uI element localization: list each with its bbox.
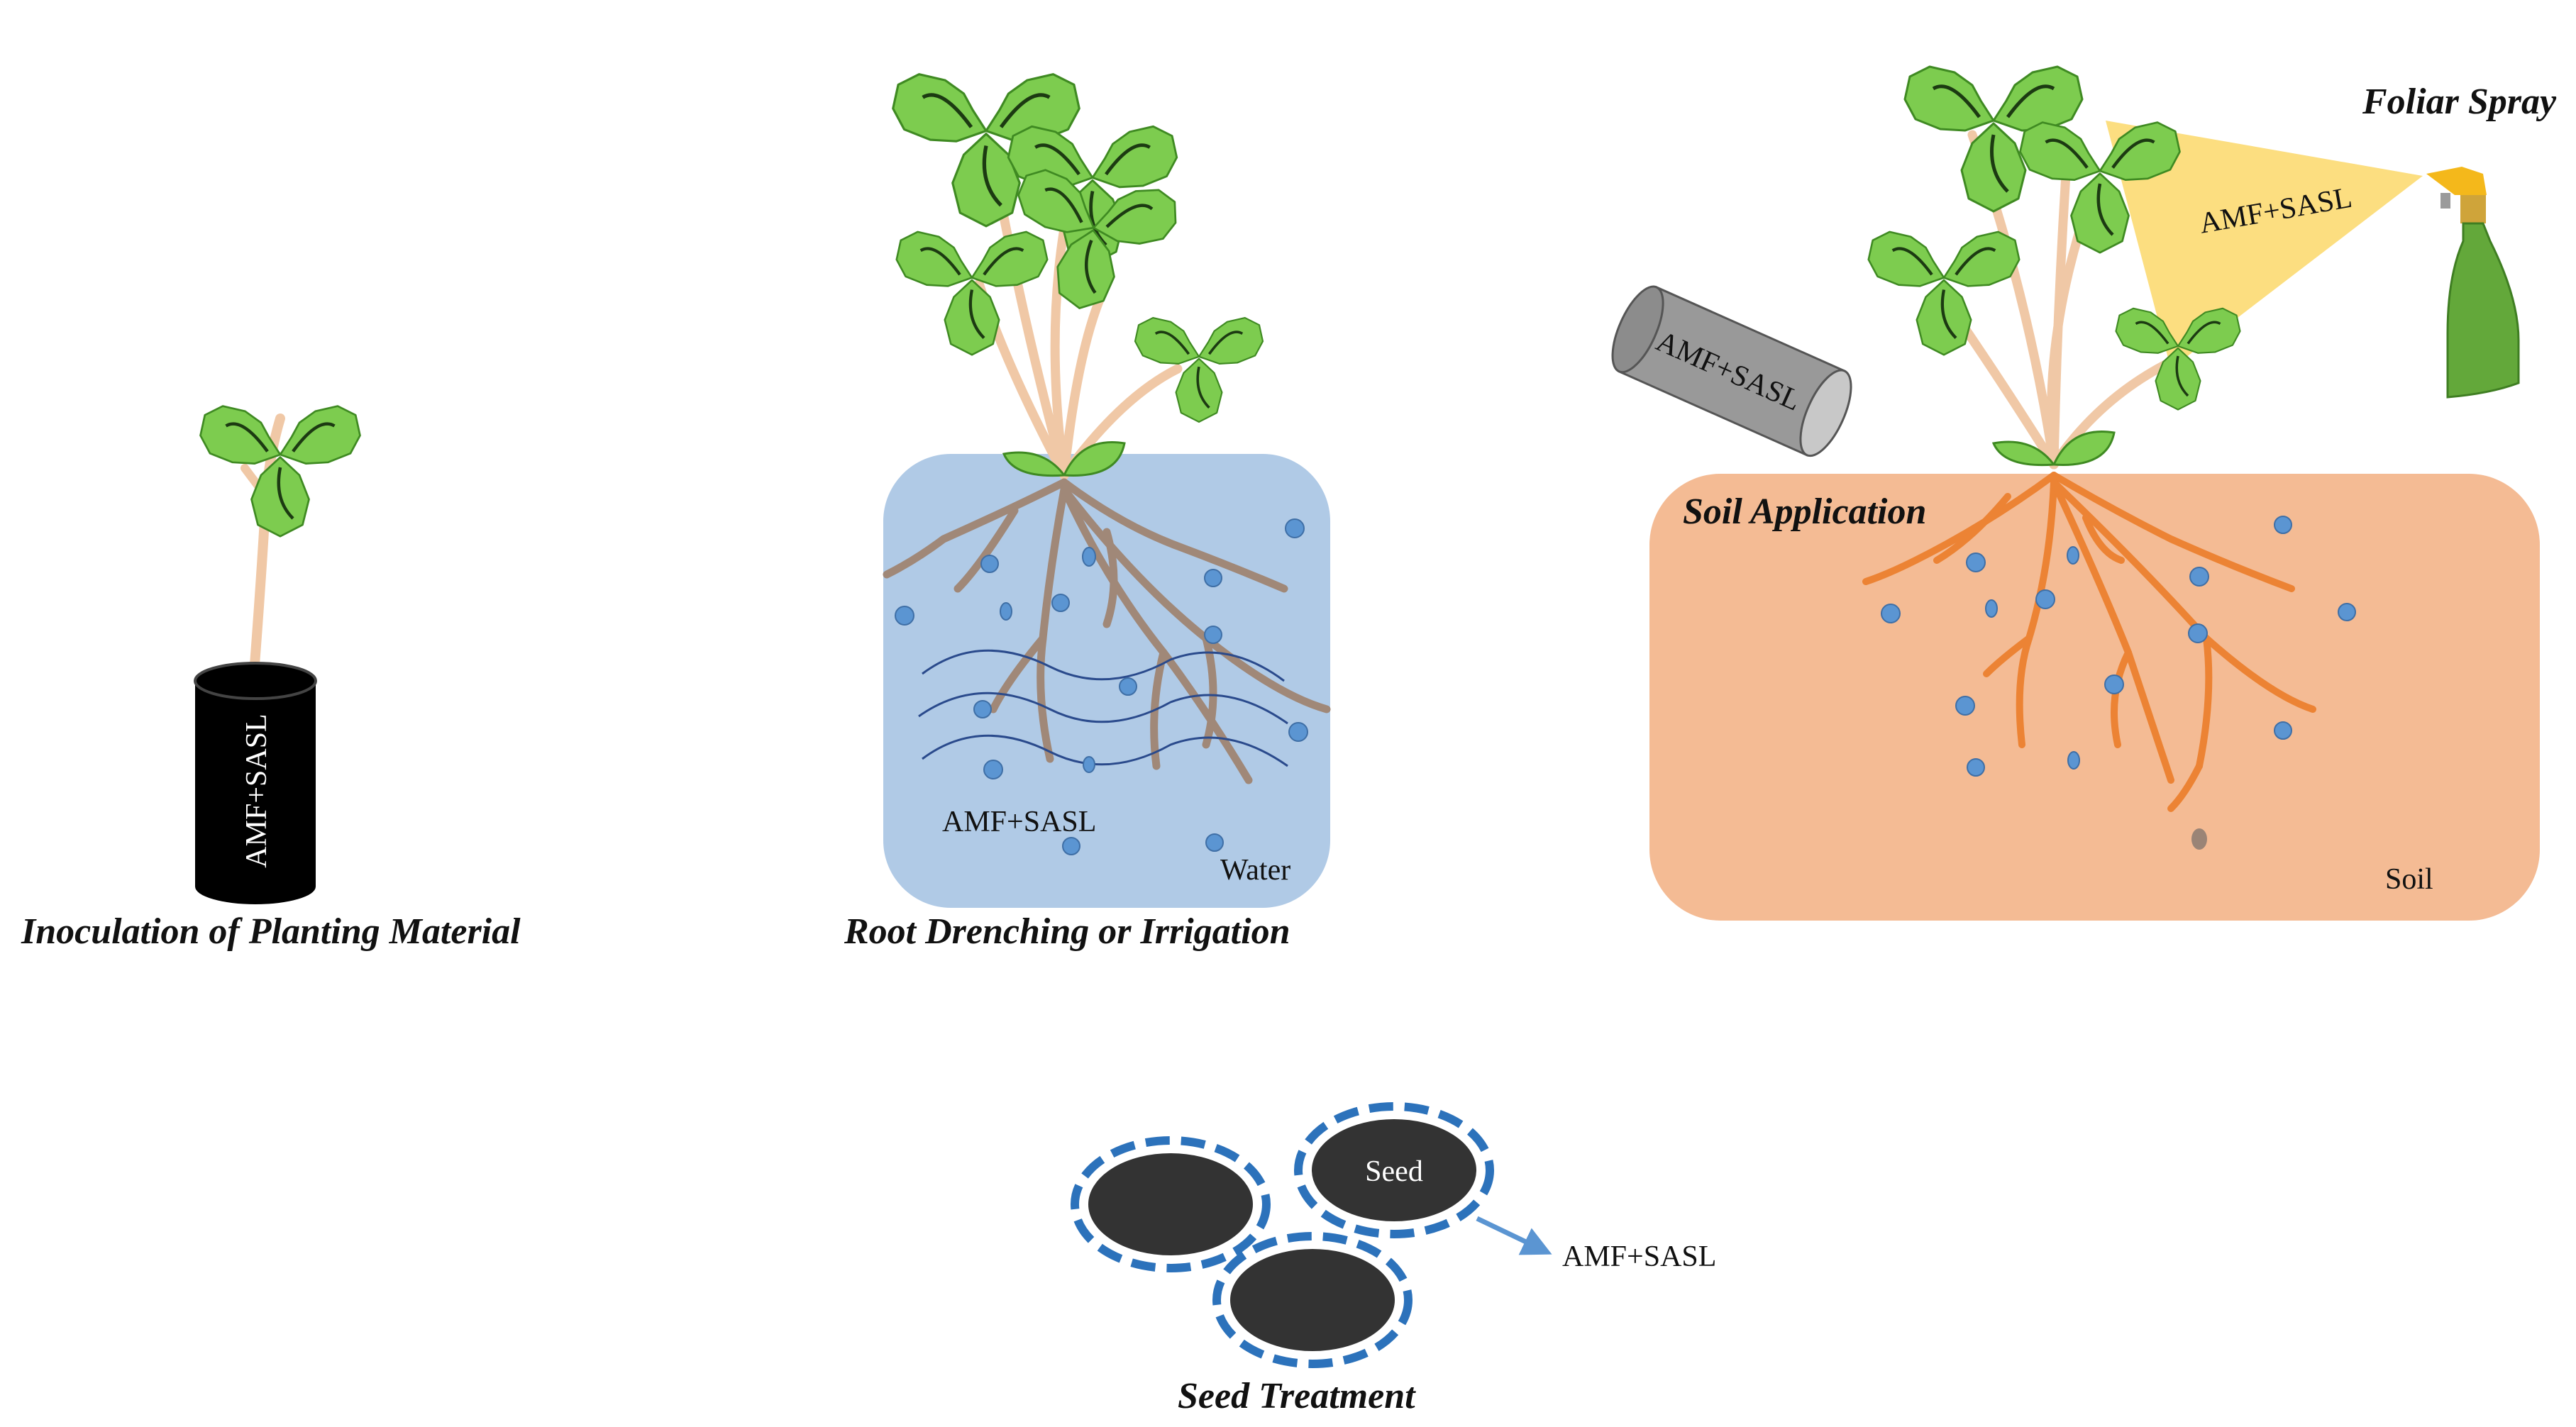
soil-box: [1649, 474, 2540, 921]
soil-grain: [2191, 828, 2207, 850]
water-lines: [918, 649, 1288, 767]
seedling-icon: [893, 74, 1264, 477]
pot-label: AMF+SASL: [241, 714, 273, 867]
caption-drench: Root Drenching or Irrigation: [844, 911, 1290, 952]
spray-bottle-icon: [2426, 167, 2520, 399]
soil-granules: [1881, 516, 2356, 777]
drench-mix-label: AMF+SASL: [942, 806, 1096, 838]
pot-icon: AMF+SASL: [194, 662, 317, 904]
seed-icon: [1212, 1232, 1413, 1368]
water-label: Water: [1220, 854, 1290, 887]
seed-coat-label: AMF+SASL: [1562, 1240, 1716, 1273]
canister-icon: AMF+SASL: [1611, 285, 1852, 457]
caption-inoculation: Inoculation of Planting Material: [21, 911, 521, 952]
drench-granules: [895, 518, 1308, 855]
soil-roots: [1862, 472, 2316, 812]
spray-cone: [2106, 121, 2423, 369]
panel-seed: Seed AMF+SASL Seed Treatment: [1071, 1102, 1716, 1416]
seed-icon: Seed: [1294, 1102, 1494, 1238]
seed-label: Seed: [1365, 1155, 1423, 1188]
arrow-icon: [1476, 1216, 1552, 1255]
panel-drench: AMF+SASL Water Root Drenching or Irrigat…: [844, 74, 1331, 952]
caption-soil: Soil Application: [1683, 492, 1926, 532]
soil-label: Soil: [2385, 863, 2433, 896]
panel-soil: AMF+SASL AMF+SASL: [1611, 67, 2557, 921]
caption-seed: Seed Treatment: [1178, 1376, 1416, 1416]
drench-roots: [883, 478, 1331, 784]
seed-icon: [1071, 1136, 1271, 1272]
panel-inoculation: AMF+SASL Inoculation of Planting Materia…: [21, 406, 521, 952]
foliar-spray-caption: Foliar Spray: [2362, 82, 2557, 122]
